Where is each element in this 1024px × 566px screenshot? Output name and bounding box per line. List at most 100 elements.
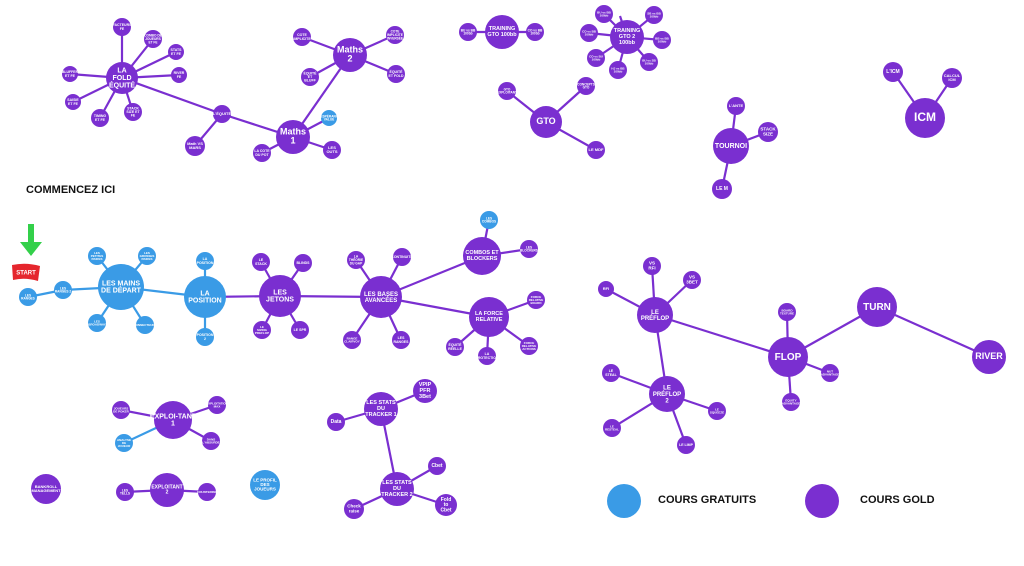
course-node-je-d[interactable]: LE SPR	[291, 321, 309, 339]
course-node-river[interactable]: RIVER	[972, 340, 1006, 374]
course-node-icm-a[interactable]: L'ICM	[883, 62, 903, 82]
course-node-turn[interactable]: TURN	[857, 287, 897, 327]
course-node-pr-a[interactable]: RFI	[598, 281, 614, 297]
course-node-to-a[interactable]: L'ANTE	[727, 97, 745, 115]
course-node-je-b[interactable]: BLINDS	[294, 254, 312, 272]
course-node-tournoi[interactable]: TOURNOI	[713, 128, 749, 164]
course-node-gto[interactable]: GTO	[530, 106, 562, 138]
start-flag-icon[interactable]: START	[10, 262, 44, 284]
course-node-ba-b[interactable]: CONTINUITÉ	[391, 248, 413, 266]
course-node-icm[interactable]: ICM	[905, 98, 945, 138]
course-node-p2-c[interactable]: LE LIMP	[677, 436, 695, 454]
course-node-flop[interactable]: FLOP	[768, 337, 808, 377]
course-node-s2-a[interactable]: Cbet	[428, 457, 446, 475]
course-node-to-c[interactable]: LE M	[712, 179, 732, 199]
course-node-ma-d[interactable]: CONNECTEURS	[133, 316, 157, 334]
course-node-st-a[interactable]: Data	[327, 413, 345, 431]
course-node-e2-b[interactable]: COUNTERING	[197, 483, 218, 501]
course-node-equite[interactable]: L'ÉQUITÉ	[213, 105, 232, 123]
course-node-gto-c[interactable]: LE MDF	[587, 141, 605, 159]
